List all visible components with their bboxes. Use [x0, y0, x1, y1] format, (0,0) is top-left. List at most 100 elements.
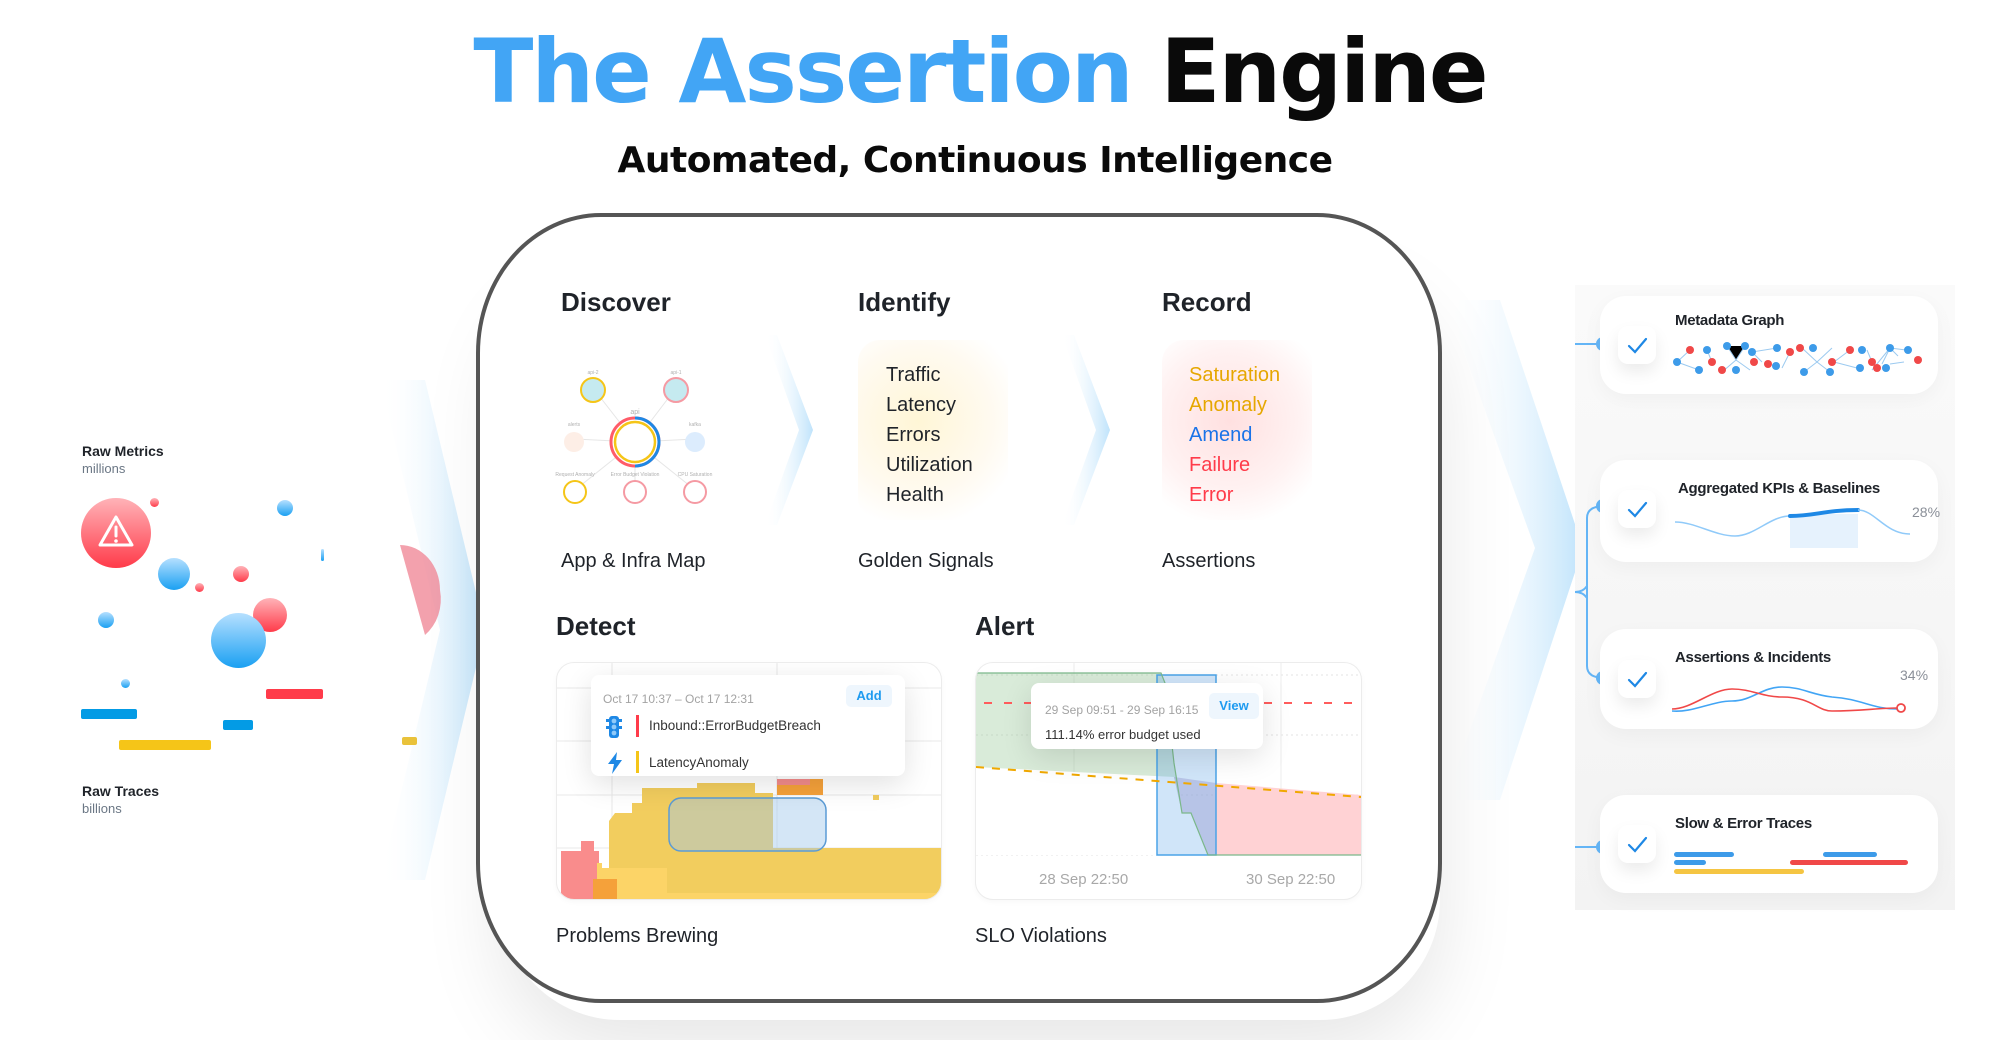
node-label: Request Anomaly	[555, 472, 595, 478]
output-title: Metadata Graph	[1675, 312, 1785, 329]
severity-bar-critical	[636, 715, 639, 737]
tooltip-date-range: 29 Sep 09:51 - 29 Sep 16:15	[1045, 703, 1199, 717]
selection-region	[668, 797, 827, 852]
tooltip-date-range: Oct 17 10:37 – Oct 17 12:31	[603, 692, 754, 706]
assertions-box: Saturation Anomaly Amend Failure Error	[1162, 340, 1312, 520]
error-budget-message: 111.14% error budget used	[1045, 727, 1201, 742]
output-connectors	[1575, 343, 1606, 848]
output-card-metadata-graph[interactable]: Metadata Graph	[1600, 296, 1938, 394]
trace-span	[1674, 852, 1734, 857]
title-highlight: The Assertion	[473, 20, 1133, 123]
output-card-assertions-incidents[interactable]: Assertions & Incidents 34%	[1600, 629, 1938, 729]
latency-area	[609, 783, 941, 899]
step-heading-detect: Detect	[556, 611, 636, 641]
assertion-item: Amend	[1189, 424, 1253, 446]
signal-item: Utilization	[886, 454, 973, 476]
node-label: alerts	[568, 422, 581, 428]
signal-item: Health	[886, 484, 944, 506]
flow-chevron-left	[380, 380, 485, 880]
x-tick: 28 Sep 22:50	[1039, 871, 1129, 888]
kpi-percent: 28%	[1912, 504, 1941, 520]
assertion-item: Saturation	[1189, 364, 1281, 386]
node-error-budget-violation	[623, 480, 647, 504]
assertion-item: Error	[1189, 484, 1234, 506]
trace-span	[1674, 869, 1804, 874]
metric-bubble	[277, 500, 293, 516]
x-tick: 30 Sep 22:50	[1246, 871, 1336, 888]
detect-chart-card[interactable]: Oct 17 10:37 – Oct 17 12:31 Add Inbound:…	[556, 662, 942, 900]
burn-area-overlap	[1174, 777, 1216, 855]
step-caption-record: Assertions	[1162, 550, 1256, 572]
node-kafka	[685, 432, 705, 452]
trace-span	[1823, 852, 1877, 857]
check-badge	[1618, 490, 1656, 528]
metric-bubble	[158, 558, 190, 590]
problems-chart	[557, 663, 941, 899]
metric-bubble	[233, 566, 249, 582]
incident-percent: 34%	[1900, 667, 1929, 683]
output-card-slow-error-traces[interactable]: Slow & Error Traces	[1600, 795, 1938, 893]
app-infra-map-graphic[interactable]: api-2 api-1 api alerts kafka Request Ano…	[553, 360, 718, 510]
trace-span	[1674, 860, 1706, 865]
step-caption-alert: SLO Violations	[975, 925, 1107, 947]
under-area-white	[976, 767, 1208, 855]
alert-tooltip: 29 Sep 09:51 - 29 Sep 16:15 View 111.14%…	[1031, 683, 1263, 749]
metric-bubble	[195, 583, 204, 592]
incidents-sparkline	[1672, 686, 1906, 713]
alert-bubble	[81, 498, 151, 568]
check-icon	[1627, 836, 1648, 853]
output-title: Slow & Error Traces	[1675, 815, 1812, 832]
check-badge	[1618, 660, 1656, 698]
step-heading-identify: Identify	[858, 287, 951, 317]
node-alerts	[564, 432, 584, 452]
node-label: api	[630, 409, 640, 416]
check-icon	[1627, 337, 1648, 354]
incident-row[interactable]: LatencyAnomaly	[649, 755, 749, 770]
output-card-kpis-baselines[interactable]: Aggregated KPIs & Baselines 28%	[1600, 460, 1941, 562]
view-button[interactable]: View	[1209, 693, 1259, 719]
golden-signals-list: Traffic Latency Errors Utilization Healt…	[886, 360, 973, 510]
trace-span	[266, 689, 323, 699]
node-api	[609, 416, 661, 468]
warning-icon	[98, 515, 134, 547]
trace-span	[81, 709, 137, 719]
metric-bubble	[150, 498, 159, 507]
check-badge	[1618, 326, 1656, 364]
step-chevron	[765, 335, 813, 525]
metadata-graph-mini	[1673, 342, 1922, 376]
node-cpu-saturation	[683, 480, 707, 504]
node-api-2	[580, 377, 606, 403]
node-request-anomaly	[563, 480, 587, 504]
alert-chart-card[interactable]: 29 Sep 09:51 - 29 Sep 16:15 View 111.14%…	[975, 662, 1362, 900]
severity-bar-warning	[636, 751, 639, 773]
page-subtitle: Automated, Continuous Intelligence	[617, 140, 1334, 181]
step-heading-record: Record	[1162, 287, 1252, 317]
baseline-sparkline	[1675, 508, 1911, 548]
raw-metrics-scale: millions	[82, 461, 126, 476]
step-chevron	[1062, 335, 1110, 525]
target-line	[976, 766, 1361, 798]
step-heading-discover: Discover	[561, 287, 671, 317]
title-suffix: Engine	[1160, 20, 1488, 123]
metric-bubble	[211, 613, 266, 668]
raw-traces-scale: billions	[82, 801, 122, 816]
step-heading-alert: Alert	[975, 611, 1035, 641]
check-badge	[1618, 825, 1656, 863]
check-icon	[1627, 501, 1648, 518]
detect-tooltip: Oct 17 10:37 – Oct 17 12:31 Add Inbound:…	[591, 675, 905, 776]
metric-bubble	[321, 549, 324, 561]
trace-span	[1790, 860, 1908, 865]
lightning-icon	[608, 752, 622, 774]
budget-line	[976, 672, 1361, 856]
step-caption-identify: Golden Signals	[858, 550, 994, 572]
assertion-item: Anomaly	[1189, 394, 1267, 416]
error-spike	[561, 841, 599, 899]
trace-span	[223, 720, 253, 730]
add-button[interactable]: Add	[846, 685, 892, 707]
step-caption-detect: Problems Brewing	[556, 925, 719, 947]
signal-item: Latency	[886, 394, 957, 416]
metric-bubble	[121, 679, 130, 688]
incident-row[interactable]: Inbound::ErrorBudgetBreach	[649, 718, 821, 733]
check-icon	[1627, 671, 1648, 688]
step-caption-discover: App & Infra Map	[561, 550, 706, 572]
